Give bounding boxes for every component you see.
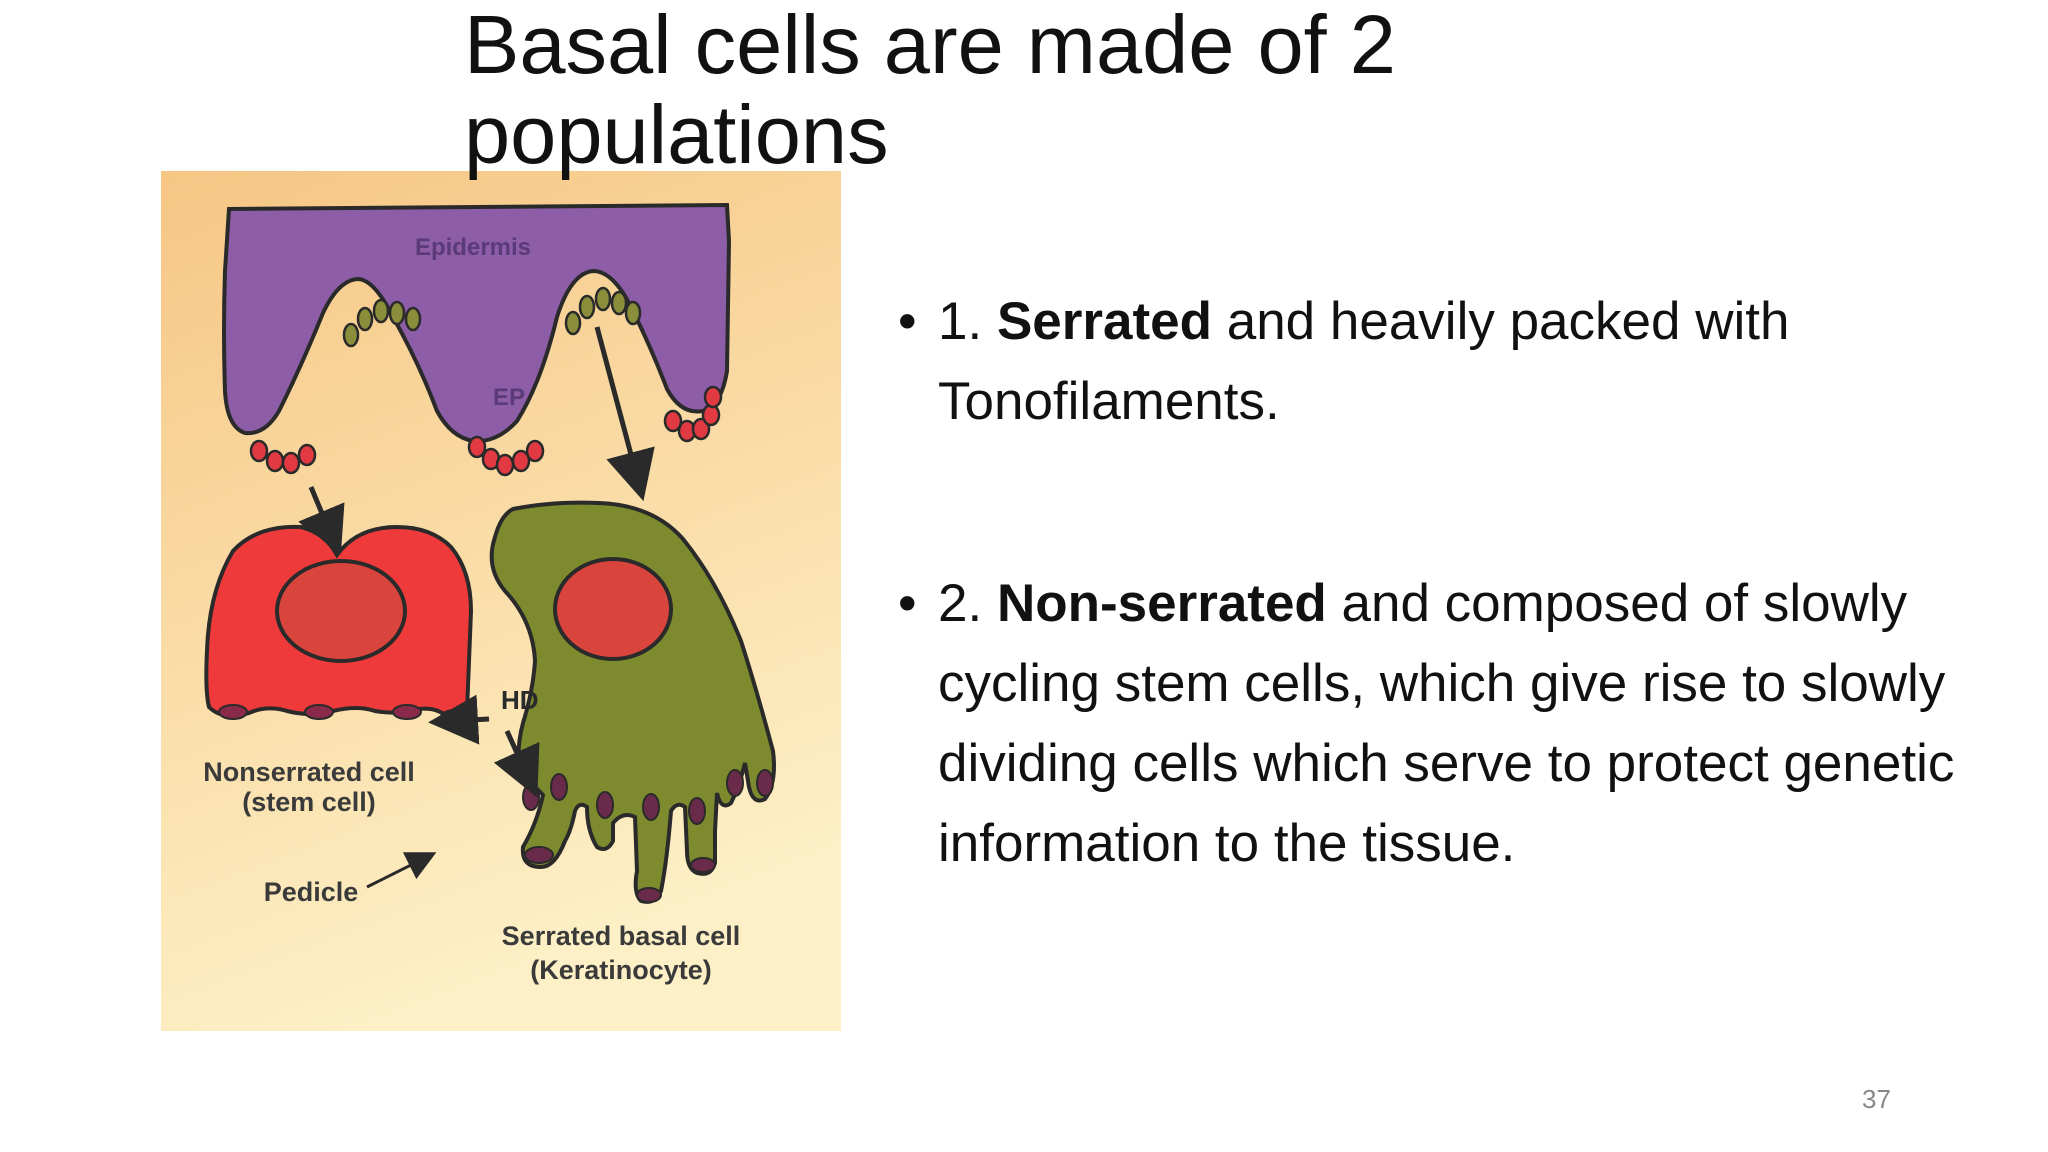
bullet-marker: •: [898, 574, 917, 633]
pedicle-arrow: [366, 852, 437, 889]
epidermis-shape: [222, 202, 732, 444]
ep-label: EP: [493, 384, 525, 411]
bullet-item-nonserrated: • 2. Non-serrated and composed of slowly…: [898, 564, 2008, 884]
serrated-label-line-2: (Keratinocyte): [530, 955, 712, 985]
bullet-marker: •: [898, 292, 917, 351]
bullet-item-serrated: • 1. Serrated and heavily packed with To…: [898, 282, 2008, 442]
hd-label: HD: [501, 685, 539, 715]
bullet-list: • 1. Serrated and heavily packed with To…: [898, 282, 2008, 884]
nonserrated-nucleus: [275, 559, 407, 663]
bullet-bold-term: Serrated: [996, 292, 1212, 351]
serrated-nucleus: [553, 557, 673, 661]
arrow-to-serrated: [594, 326, 655, 502]
bullet-bold-term: Non-serrated: [996, 574, 1327, 633]
nonserrated-label-line-2: (stem cell): [242, 787, 376, 817]
bullet-text: and heavily packed with Tonofilaments.: [938, 292, 1790, 431]
serrated-pedicles: [522, 769, 774, 903]
right-crest-cells: [564, 286, 642, 336]
slide-title: Basal cells are made of 2 populations: [464, 0, 1664, 180]
slide-title-line-1: Basal cells are made of 2: [464, 0, 1396, 91]
left-crest-cells: [342, 298, 422, 348]
pedicle-label: Pedicle: [264, 877, 359, 907]
nonserrated-label-line-1: Nonserrated cell: [203, 757, 415, 787]
basal-cells-diagram-svg: Epidermis EP: [161, 171, 841, 1031]
ridge-tip-cells: [249, 385, 723, 477]
epidermis-label: Epidermis: [415, 234, 531, 261]
page-number: 37: [1862, 1084, 1891, 1114]
bullet-text: and composed of slowly cycling stem cell…: [938, 574, 1955, 873]
slide-title-line-2: populations: [464, 88, 889, 181]
basal-cells-diagram: Epidermis EP: [161, 171, 841, 1031]
arrow-to-nonserrated: [298, 486, 345, 559]
bullet-number: 2.: [938, 574, 997, 633]
hd-arrow-left: [428, 694, 490, 745]
hd-arrow-down: [493, 729, 540, 798]
serrated-label-line-1: Serrated basal cell: [502, 921, 741, 951]
bullet-number: 1.: [938, 292, 997, 351]
